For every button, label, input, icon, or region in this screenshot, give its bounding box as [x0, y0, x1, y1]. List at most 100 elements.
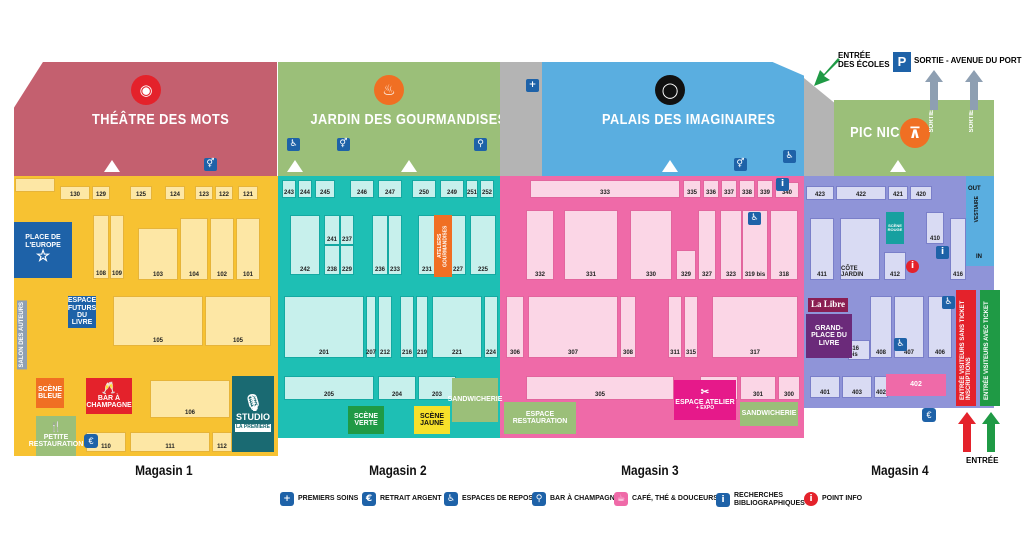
booth[interactable]: 420: [910, 186, 932, 200]
booth[interactable]: 423: [806, 186, 834, 200]
booth[interactable]: 212: [378, 296, 392, 358]
booth[interactable]: 318: [770, 210, 798, 280]
espace-restauration[interactable]: ESPACE RESTAURATION: [504, 402, 576, 434]
booth[interactable]: 201: [284, 296, 364, 358]
petite-restauration[interactable]: 🍴 PETITE RESTAURATION: [29, 416, 83, 456]
booth[interactable]: 112: [212, 432, 232, 452]
booth-402[interactable]: 402: [886, 374, 946, 396]
booth[interactable]: 338: [739, 180, 755, 198]
booth[interactable]: 219: [416, 296, 428, 358]
booth[interactable]: 332: [526, 210, 554, 280]
booth[interactable]: 333: [530, 180, 680, 198]
booth[interactable]: 252: [480, 180, 494, 198]
booth[interactable]: 122: [215, 186, 233, 200]
booth[interactable]: 225: [470, 215, 496, 275]
booth[interactable]: 410: [926, 212, 944, 244]
booth[interactable]: 243: [282, 180, 296, 198]
booth[interactable]: 109: [110, 215, 124, 279]
booth[interactable]: 102: [210, 218, 234, 280]
info-search-icon[interactable]: i: [936, 246, 949, 259]
booth[interactable]: 339: [757, 180, 773, 198]
booth[interactable]: 242: [290, 215, 320, 275]
booth[interactable]: CÔTE JARDIN: [840, 218, 880, 280]
booth[interactable]: 411: [810, 218, 834, 280]
studio[interactable]: 🎙 STUDIO LA PREMIÈRE: [232, 376, 274, 452]
booth[interactable]: 421: [888, 186, 908, 200]
entree-sans-ticket-banner[interactable]: [956, 290, 976, 406]
espace-atelier[interactable]: ✂ ESPACE ATELIER + EXPO: [674, 380, 736, 420]
booth[interactable]: 247: [378, 180, 402, 198]
booth[interactable]: 236: [372, 215, 388, 275]
booth[interactable]: 311: [668, 296, 682, 358]
booth[interactable]: 250: [412, 180, 436, 198]
scene-verte[interactable]: SCÈNE VERTE: [348, 406, 384, 434]
entree-ecoles-arrow-icon[interactable]: [812, 58, 842, 88]
booth[interactable]: 307: [528, 296, 618, 358]
info-search-icon[interactable]: i: [776, 178, 789, 191]
booth[interactable]: 105: [113, 296, 203, 346]
grand-place-du-livre[interactable]: GRAND-PLACE DU LIVRE: [806, 314, 852, 358]
booth[interactable]: 306: [506, 296, 524, 358]
bar-a-champagne[interactable]: 🥂 BAR À CHAMPAGNE: [86, 378, 132, 414]
booth[interactable]: 204: [378, 376, 416, 400]
sortie-arrow-icon[interactable]: [925, 70, 943, 110]
booth[interactable]: 317: [712, 296, 798, 358]
entree-green-arrow-icon[interactable]: [982, 412, 1000, 452]
booth[interactable]: 327: [698, 210, 716, 280]
scene-jaune[interactable]: SCÈNE JAUNE: [414, 406, 450, 434]
booth[interactable]: [15, 178, 55, 192]
booth[interactable]: 216: [400, 296, 414, 358]
scene-rouge[interactable]: SCÈNE ROUGE: [886, 212, 904, 244]
booth[interactable]: 104: [180, 218, 208, 280]
entree-avec-ticket-banner[interactable]: [980, 290, 1000, 406]
booth[interactable]: 335: [683, 180, 701, 198]
booth[interactable]: 336: [703, 180, 719, 198]
booth[interactable]: 238: [324, 245, 340, 275]
booth[interactable]: 407: [894, 296, 924, 358]
booth[interactable]: 329: [676, 250, 696, 280]
info-point-icon[interactable]: i: [906, 260, 919, 273]
booth[interactable]: 408: [870, 296, 892, 358]
booth[interactable]: 224: [484, 296, 498, 358]
espace-futurs-du-livre[interactable]: ESPACE FUTURS DU LIVRE: [67, 296, 97, 328]
booth[interactable]: 233: [388, 215, 402, 275]
sortie-arrow-icon[interactable]: [965, 70, 983, 110]
sandwicherie-3[interactable]: SANDWICHERIE: [740, 402, 798, 426]
booth[interactable]: 124: [165, 186, 185, 200]
booth[interactable]: 125: [130, 186, 152, 200]
booth[interactable]: 227: [450, 215, 466, 275]
booth[interactable]: 323: [720, 210, 742, 280]
booth[interactable]: 330: [630, 210, 672, 280]
scene-bleue[interactable]: SCÈNE BLEUE: [36, 378, 64, 408]
booth[interactable]: 308: [620, 296, 636, 358]
booth[interactable]: 249: [440, 180, 464, 198]
booth[interactable]: 237: [340, 215, 354, 245]
place-de-l-europe[interactable]: PLACE DE L'EUROPE ☆: [14, 222, 72, 278]
booth[interactable]: 416: [950, 218, 966, 280]
booth[interactable]: 251: [466, 180, 478, 198]
booth[interactable]: 300: [778, 376, 800, 400]
booth[interactable]: 422: [836, 186, 886, 200]
booth[interactable]: 412: [884, 252, 906, 280]
ateliers-gourmandises[interactable]: ATELIERS GOURMANDISES: [434, 215, 452, 277]
booth[interactable]: 123: [195, 186, 213, 200]
booth[interactable]: 301: [740, 376, 776, 400]
booth[interactable]: 315: [684, 296, 698, 358]
booth[interactable]: 129: [92, 186, 110, 200]
booth[interactable]: 241: [324, 215, 340, 245]
booth[interactable]: 229: [340, 245, 354, 275]
booth[interactable]: 337: [721, 180, 737, 198]
entree-red-arrow-icon[interactable]: [958, 412, 976, 452]
booth[interactable]: 101: [236, 218, 260, 280]
booth[interactable]: 205: [284, 376, 374, 400]
booth[interactable]: 305: [526, 376, 674, 400]
booth[interactable]: 111: [130, 432, 210, 452]
booth[interactable]: 246: [350, 180, 374, 198]
sandwicherie-2[interactable]: SANDWICHERIE: [448, 378, 502, 422]
booth[interactable]: 331: [564, 210, 618, 280]
booth[interactable]: 401: [810, 376, 840, 398]
booth[interactable]: 106: [150, 380, 230, 418]
booth[interactable]: 203: [418, 376, 456, 400]
booth[interactable]: 244: [298, 180, 312, 198]
booth[interactable]: 245: [315, 180, 335, 198]
